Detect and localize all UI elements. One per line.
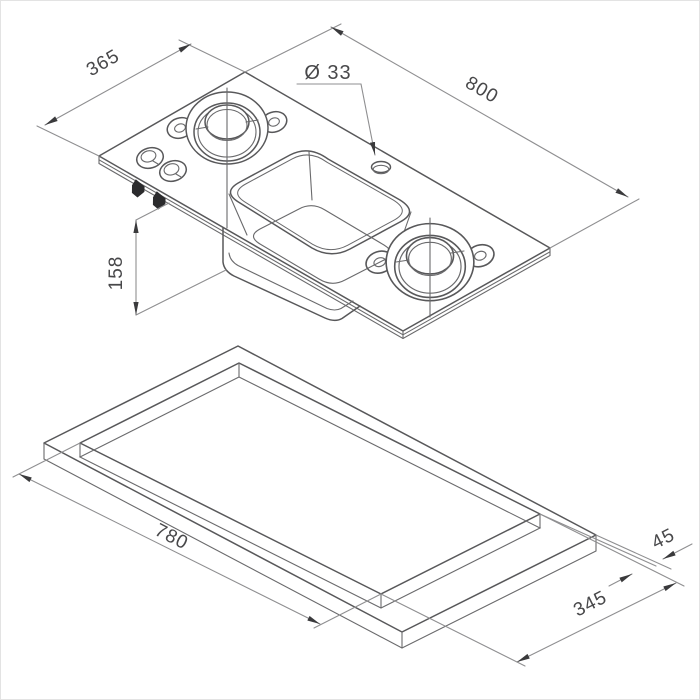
hob-plate — [98, 71, 551, 340]
dim-label-hob-width: 365 — [83, 45, 124, 81]
dim-label-cutout-edge-distance: 45 — [648, 524, 678, 553]
dim-label-hob-length: 800 — [461, 72, 502, 108]
dim-label-cutout-length: 780 — [151, 520, 191, 554]
burner-rear-left-centerlines — [195, 87, 259, 229]
worktop-cutout — [43, 345, 597, 649]
dim-sink-depth: 158 — [106, 202, 227, 316]
dim-cutout-length: 780 — [12, 442, 382, 629]
dim-label-cutout-width: 345 — [570, 587, 610, 621]
control-knob-1 — [135, 146, 165, 170]
gas-valve-1 — [131, 179, 145, 198]
dim-label-tap-hole: Ø 33 — [304, 62, 351, 84]
dim-label-sink-depth: 158 — [106, 256, 127, 291]
burner-front-right-centerlines — [395, 217, 465, 318]
control-knob-2 — [158, 159, 188, 183]
gas-valve-2 — [152, 191, 166, 210]
